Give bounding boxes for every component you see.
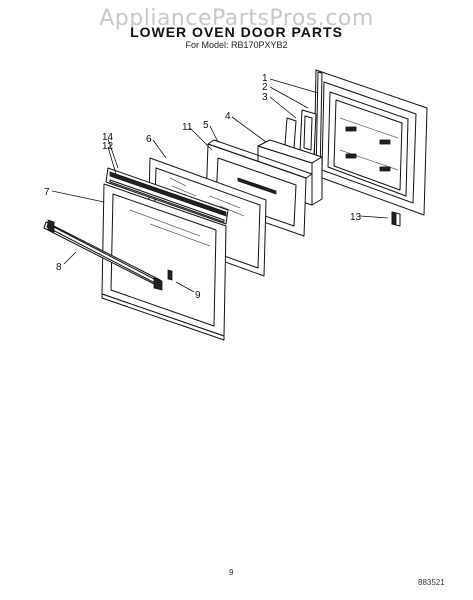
document-code: 883521	[418, 578, 445, 587]
callout-9: 9	[195, 290, 201, 301]
callout-13: 13	[350, 212, 362, 223]
callout-11: 11	[182, 122, 193, 133]
callout-12: 12	[102, 141, 114, 152]
callout-4: 4	[225, 111, 231, 122]
model-subtitle: For Model: RB170PXYB2	[185, 40, 288, 50]
callout-7: 7	[44, 187, 50, 198]
callout-1: 1	[262, 73, 268, 84]
leader-lines	[51, 78, 389, 293]
clip	[391, 211, 401, 227]
callout-3: 3	[262, 92, 268, 103]
screw	[167, 269, 173, 281]
inner-door-panel	[313, 69, 428, 216]
callout-8: 8	[56, 262, 62, 273]
callout-14: 14	[102, 132, 114, 143]
watermark-text: AppliancePartsPros.com	[99, 6, 374, 31]
door-handle	[43, 219, 163, 291]
callout-5: 5	[203, 120, 209, 131]
callout-6: 6	[146, 134, 152, 145]
top-trim	[105, 167, 229, 225]
page-title: LOWER OVEN DOOR PARTS	[130, 24, 343, 40]
callout-2: 2	[262, 82, 268, 93]
page-number: 9	[229, 568, 234, 577]
outer-door-frame	[101, 183, 227, 341]
